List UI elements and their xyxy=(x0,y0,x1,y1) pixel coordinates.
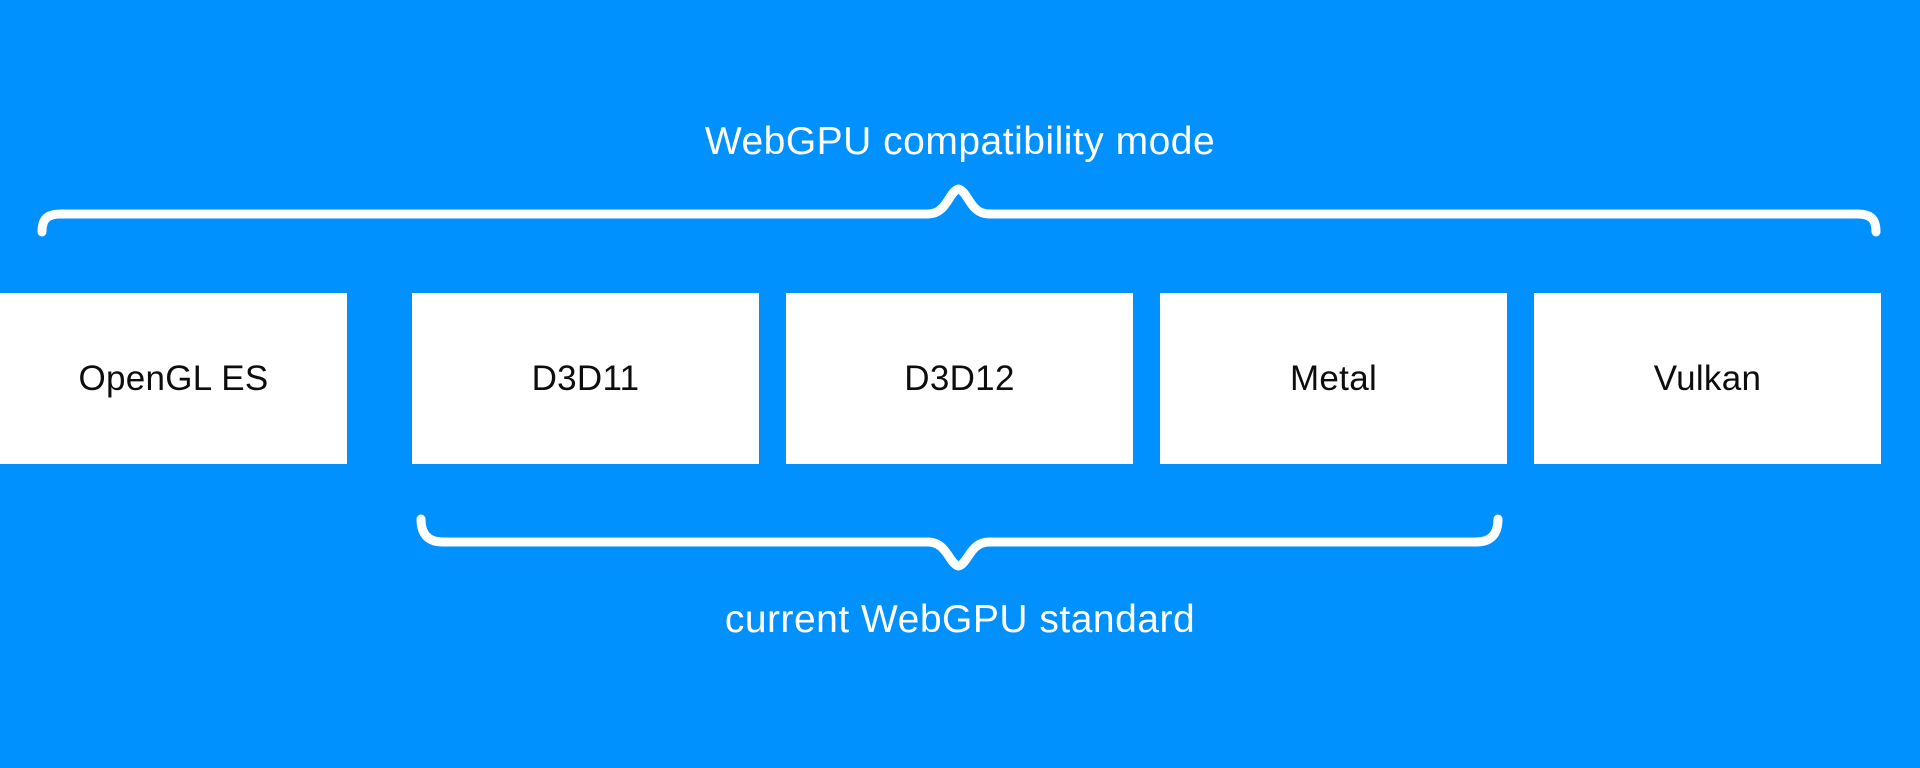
backend-box-label: Metal xyxy=(1289,358,1378,398)
backend-box-vulkan: Vulkan xyxy=(1534,293,1881,464)
backend-box-label: OpenGL ES xyxy=(78,358,269,398)
backend-box-d3d11: D3D11 xyxy=(412,293,759,464)
backend-box-opengl-es: OpenGL ES xyxy=(0,293,347,464)
compat-mode-brace xyxy=(37,184,1881,237)
current-standard-label: current WebGPU standard xyxy=(724,598,1196,641)
backend-box-d3d12: D3D12 xyxy=(786,293,1133,464)
backend-box-metal: Metal xyxy=(1160,293,1507,464)
backend-box-label: D3D12 xyxy=(904,358,1015,398)
current-standard-brace xyxy=(416,514,1503,571)
compat-mode-label: WebGPU compatibility mode xyxy=(704,120,1216,163)
backend-box-label: D3D11 xyxy=(531,358,640,398)
backend-box-label: Vulkan xyxy=(1653,358,1762,398)
